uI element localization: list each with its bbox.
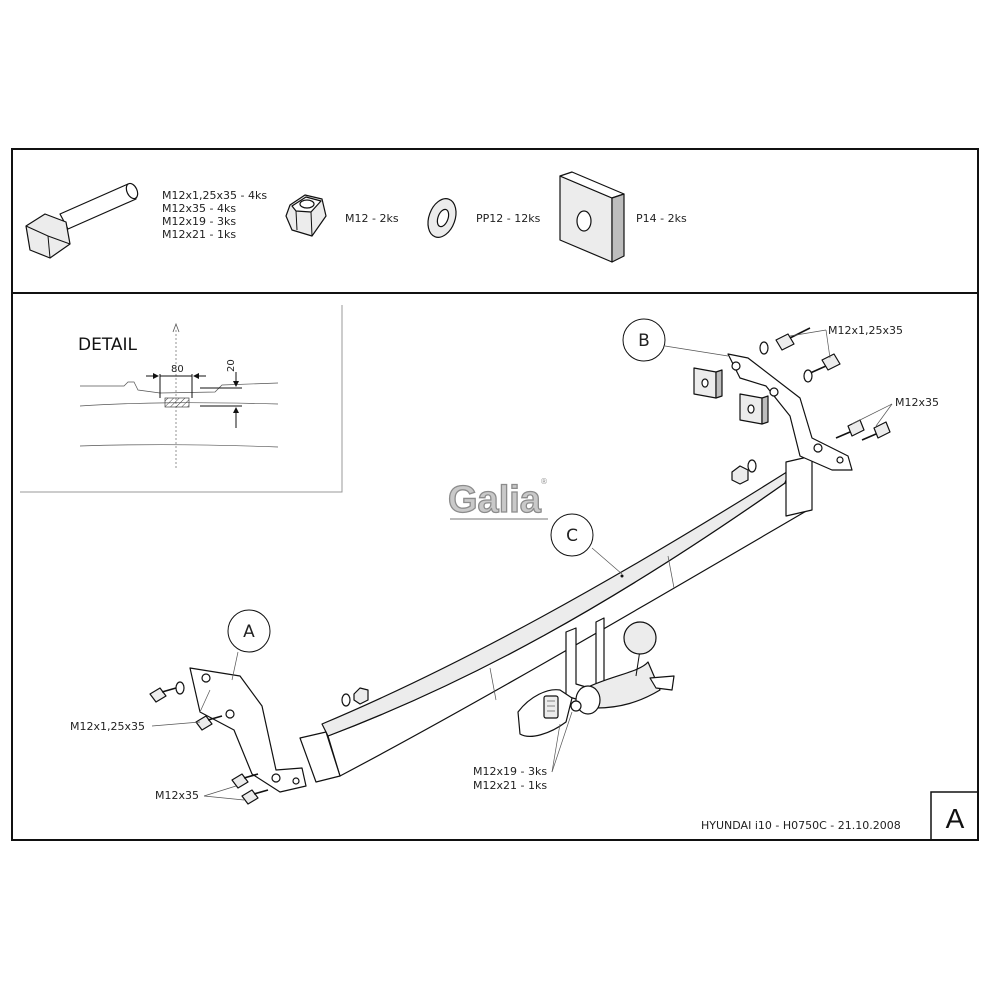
callout-c: C bbox=[550, 513, 594, 557]
hex-nut-icon bbox=[353, 687, 369, 705]
bolt-spec-line-4: M12x21 - 1ks bbox=[162, 228, 236, 241]
bolt-spec-line-1: M12x1,25x35 - 4ks bbox=[162, 189, 267, 202]
socket-plate bbox=[517, 689, 582, 737]
square-plate-icon bbox=[739, 393, 769, 425]
label-b-top-bolt: M12x1,25x35 bbox=[828, 324, 903, 337]
washer-icon bbox=[759, 341, 769, 355]
plate-spec-label: P14 - 2ks bbox=[636, 212, 687, 225]
bolt-spec-line-3: M12x19 - 3ks bbox=[162, 215, 236, 228]
hex-bolt-icon bbox=[241, 789, 269, 805]
washer-icon bbox=[341, 693, 351, 707]
drawing-frame bbox=[11, 148, 979, 841]
title-block-caption: HYUNDAI i10 - H0750C - 21.10.2008 bbox=[701, 819, 901, 832]
brand-watermark: Galia ® bbox=[447, 477, 548, 522]
square-plate-icon bbox=[693, 367, 723, 399]
callout-a: A bbox=[227, 609, 271, 653]
label-b-bottom-bolt: M12x35 bbox=[895, 396, 939, 409]
hex-nut-icon bbox=[285, 194, 327, 237]
hex-bolt-icon bbox=[775, 327, 811, 351]
washer-icon bbox=[175, 681, 185, 695]
sheet-letter: A bbox=[946, 803, 965, 834]
detail-title: DETAIL bbox=[78, 335, 138, 355]
parts-list: M12x1,25x35 - 4ks M12x35 - 4ks M12x19 - … bbox=[25, 171, 687, 263]
callout-b: B bbox=[622, 318, 666, 362]
detail-inset: DETAIL 80 20 bbox=[20, 305, 343, 493]
washer-icon bbox=[427, 198, 457, 238]
callout-c-label: C bbox=[566, 526, 578, 546]
brand-registered-mark: ® bbox=[540, 477, 548, 486]
square-plate-icon bbox=[559, 171, 625, 263]
towbar-assembly bbox=[149, 327, 893, 805]
hex-bolt-icon bbox=[25, 182, 139, 259]
hex-bolt-icon bbox=[861, 421, 891, 441]
washer-icon bbox=[803, 369, 813, 383]
hex-bolt-icon bbox=[149, 687, 177, 703]
hex-nut-icon bbox=[731, 465, 749, 485]
title-block: HYUNDAI i10 - H0750C - 21.10.2008 A bbox=[701, 791, 979, 841]
washer-spec-label: PP12 - 12ks bbox=[476, 212, 541, 225]
nut-spec-label: M12 - 2ks bbox=[345, 212, 399, 225]
bracket-b bbox=[727, 353, 853, 471]
hex-bolt-icon bbox=[231, 773, 259, 789]
callout-a-label: A bbox=[243, 622, 255, 642]
crossbar bbox=[299, 455, 813, 783]
detail-dim-width: 80 bbox=[171, 364, 184, 375]
bracket-a bbox=[189, 667, 307, 793]
label-a-top-bolt: M12x1,25x35 bbox=[70, 720, 145, 733]
brand-logo: Galia bbox=[448, 479, 542, 521]
hex-bolt-icon bbox=[807, 353, 841, 375]
callout-b-label: B bbox=[638, 331, 650, 351]
label-a-bottom-bolt: M12x35 bbox=[155, 789, 199, 802]
ball-mount bbox=[565, 617, 675, 715]
hex-bolt-icon bbox=[835, 419, 865, 439]
label-socket-bolt-2: M12x21 - 1ks bbox=[473, 779, 547, 792]
detail-dim-height: 20 bbox=[226, 359, 237, 372]
washer-icon bbox=[747, 459, 757, 473]
hex-bolt-icon bbox=[195, 715, 223, 731]
bolt-spec-line-2: M12x35 - 4ks bbox=[162, 202, 236, 215]
label-socket-bolt-1: M12x19 - 3ks bbox=[473, 765, 547, 778]
